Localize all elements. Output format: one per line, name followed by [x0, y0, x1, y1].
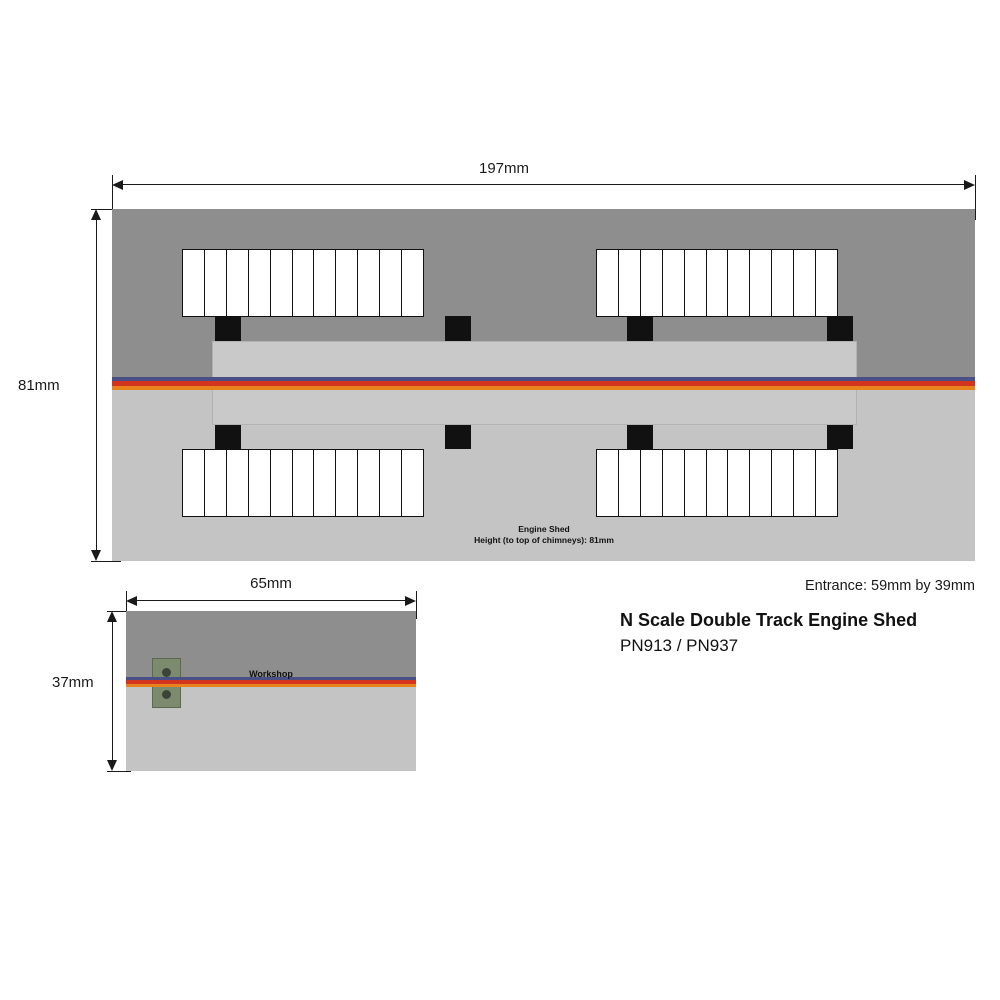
main-width-label: 197mm — [478, 160, 530, 177]
roof-rib — [183, 450, 205, 516]
roof-rib — [816, 250, 837, 316]
roof-bottom-right — [596, 449, 838, 517]
roof-rib — [597, 250, 619, 316]
product-title: N Scale Double Track Engine Shed — [620, 610, 918, 630]
chimney-bottom-1 — [215, 423, 241, 449]
main-height-tick-bottom — [91, 561, 121, 562]
workshop-plan: Workshop — [126, 611, 416, 771]
roof-rib — [685, 250, 707, 316]
roof-rib — [227, 250, 249, 316]
roof-rib — [271, 250, 293, 316]
chimney-bottom-2 — [445, 423, 471, 449]
roof-top-right — [596, 249, 838, 317]
roof-rib — [663, 450, 685, 516]
roof-rib — [685, 450, 707, 516]
roof-rib — [728, 450, 751, 516]
roof-rib — [293, 450, 315, 516]
main-height-arrow-up — [91, 209, 101, 220]
chimney-bottom-3 — [627, 423, 653, 449]
roof-rib — [794, 450, 817, 516]
workshop-width-tick-right — [416, 591, 417, 619]
roof-bottom-left — [182, 449, 424, 517]
main-height-arrow-down — [91, 550, 101, 561]
main-width-tick-right — [975, 175, 976, 220]
track-stripe-red — [112, 381, 975, 386]
workshop-height-tick-top — [107, 611, 131, 612]
roof-rib — [728, 250, 751, 316]
roof-rib — [707, 450, 729, 516]
workshop-height-tick-bottom — [107, 771, 131, 772]
chimney-top-1 — [215, 316, 241, 342]
roof-rib — [336, 450, 359, 516]
track-stripe-blue-top — [112, 377, 975, 381]
roof-rib — [772, 250, 795, 316]
workshop-height-arrow-down — [107, 760, 117, 771]
roof-rib — [183, 250, 205, 316]
roof-rib — [205, 250, 227, 316]
roof-rib — [663, 250, 685, 316]
main-width-arrow-right — [964, 180, 975, 190]
roof-rib — [205, 450, 227, 516]
workshop-stripe-orange — [126, 684, 416, 687]
roof-rib — [380, 450, 403, 516]
workshop-width-dim-line — [130, 600, 412, 601]
roof-rib — [227, 450, 249, 516]
chimney-top-2 — [445, 316, 471, 342]
roof-rib — [336, 250, 359, 316]
roof-rib — [619, 250, 641, 316]
roof-rib — [641, 250, 663, 316]
roof-top-left — [182, 249, 424, 317]
workshop-height-label: 37mm — [52, 674, 94, 691]
roof-rib — [380, 250, 403, 316]
entrance-label: Entrance: 59mm by 39mm — [804, 578, 975, 594]
roof-rib — [402, 250, 423, 316]
roof-rib — [707, 250, 729, 316]
main-width-dim-line — [116, 184, 971, 185]
roof-rib — [402, 450, 423, 516]
roof-rib — [271, 450, 293, 516]
workshop-height-dim-line — [112, 615, 113, 767]
roof-rib — [619, 450, 641, 516]
roof-rib — [358, 250, 381, 316]
workshop-width-label: 65mm — [250, 575, 292, 592]
workshop-chimney-pot-1 — [162, 668, 171, 677]
workshop-chimney-pot-2 — [162, 690, 171, 699]
workshop-width-tick-left — [126, 591, 127, 619]
roof-rib — [816, 450, 837, 516]
engine-shed-caption: Engine Shed Height (to top of chimneys):… — [474, 524, 614, 547]
engine-shed-caption-title: Engine Shed — [518, 524, 570, 534]
engine-shed-caption-height: Height (to top of chimneys): 81mm — [474, 535, 614, 546]
workshop-stripe-red — [126, 680, 416, 684]
product-code: PN913 / PN937 — [620, 636, 739, 655]
roof-rib — [641, 450, 663, 516]
main-width-tick-left — [112, 175, 113, 220]
chimney-top-4 — [827, 316, 853, 342]
chimney-top-3 — [627, 316, 653, 342]
workshop-stripe-blue — [126, 677, 416, 680]
roof-rib — [750, 250, 773, 316]
engine-shed-plan: Engine Shed Height (to top of chimneys):… — [112, 209, 975, 561]
roof-rib — [772, 450, 795, 516]
workshop-height-arrow-up — [107, 611, 117, 622]
main-height-dim-line — [96, 213, 97, 557]
roof-rib — [750, 450, 773, 516]
roof-rib — [597, 450, 619, 516]
main-height-label: 81mm — [18, 377, 60, 394]
workshop-width-arrow-left — [126, 596, 137, 606]
roof-rib — [249, 450, 271, 516]
roof-rib — [794, 250, 817, 316]
roof-rib — [358, 450, 381, 516]
roof-rib — [314, 250, 337, 316]
main-width-arrow-left — [112, 180, 123, 190]
roof-rib — [293, 250, 315, 316]
main-height-tick-top — [91, 209, 121, 210]
roof-rib — [314, 450, 337, 516]
workshop-width-arrow-right — [405, 596, 416, 606]
workshop-caption: Workshop — [249, 669, 293, 679]
track-stripe-orange — [112, 386, 975, 390]
roof-rib — [249, 250, 271, 316]
chimney-bottom-4 — [827, 423, 853, 449]
